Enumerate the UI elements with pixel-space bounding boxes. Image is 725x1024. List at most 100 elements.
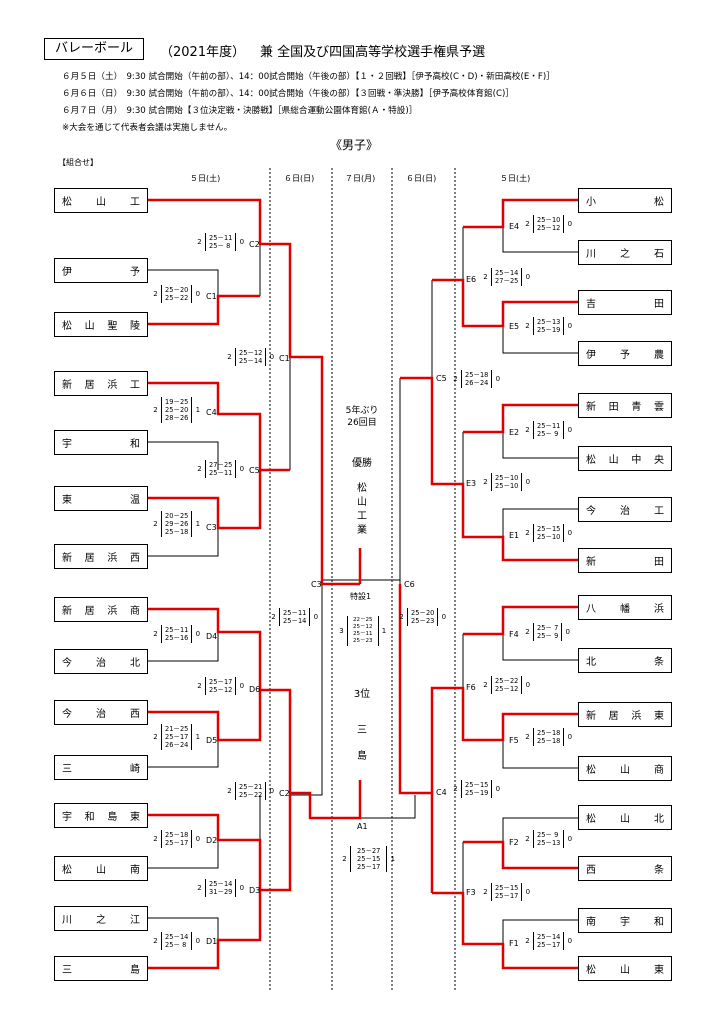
team-box: 伊予 <box>54 258 148 283</box>
team-box: 松山工 <box>54 188 148 213</box>
team-name: 川之石 <box>586 249 664 260</box>
champion-label: 優勝 <box>352 458 372 469</box>
third-place-name: 三島 <box>357 725 367 762</box>
court-label: D5 <box>206 736 218 745</box>
court-label: C6 <box>404 580 415 589</box>
team-name: 吉田 <box>586 299 664 310</box>
court-label: C2 <box>249 240 260 249</box>
court-label: C5 <box>249 466 260 475</box>
team-box: 新居浜東 <box>578 702 672 727</box>
team-name: 松山北 <box>586 814 664 825</box>
team-name: 三島 <box>62 965 140 976</box>
court-label: F5 <box>509 736 519 745</box>
schedule-line: ６月６日（日） 9:30 試合開始（午前の部）、14：00試合開始（午後の部）【… <box>62 89 514 99</box>
court-label: D3 <box>249 886 261 895</box>
champion-name: 松山工業 <box>357 483 367 536</box>
court-label: C3 <box>206 523 217 532</box>
team-box: 宇和 <box>54 430 148 455</box>
team-box: 今治西 <box>54 700 148 725</box>
team-name: 伊予農 <box>586 350 664 361</box>
team-name: 新居浜商 <box>62 606 140 617</box>
court-label: A1 <box>357 822 368 831</box>
team-box: 松山中央 <box>578 446 672 471</box>
team-name: 松山商 <box>586 765 664 776</box>
team-name: 松山東 <box>586 965 664 976</box>
team-name: 三崎 <box>62 764 140 775</box>
sport-label: バレーボール <box>44 38 144 60</box>
team-name: 宇和 <box>62 439 140 450</box>
team-name: 新居浜工 <box>62 380 140 391</box>
year-label: （2021年度） <box>160 45 246 60</box>
court-label: E5 <box>509 322 520 331</box>
day-header: ６日(日) <box>284 174 315 183</box>
court-label: D4 <box>206 632 218 641</box>
court-label: F4 <box>509 630 519 639</box>
notice-line: ※大会を通じて代表者会議は実施しません。 <box>62 123 233 133</box>
team-name: 伊予 <box>62 267 140 278</box>
team-box: 新居浜西 <box>54 544 148 569</box>
team-name: 南宇和 <box>586 917 664 928</box>
team-name: 新田 <box>586 557 664 568</box>
court-label: F6 <box>466 683 476 692</box>
court-label: D2 <box>206 836 218 845</box>
court-label: E1 <box>509 531 520 540</box>
court-label: D6 <box>249 685 261 694</box>
team-name: 新居浜西 <box>62 553 140 564</box>
team-box: 新田青雲 <box>578 393 672 418</box>
day-header: ６日(日) <box>406 174 437 183</box>
team-box: 松山東 <box>578 956 672 981</box>
court-label: D1 <box>206 937 218 946</box>
pairing-label: 【組合せ】 <box>58 158 98 167</box>
team-name: 今治北 <box>62 658 140 669</box>
team-name: 宇和島東 <box>62 812 140 823</box>
team-box: 松山北 <box>578 805 672 830</box>
court-label: 特設1 <box>350 592 372 601</box>
team-name: 新田青雲 <box>586 402 664 413</box>
court-label: C1 <box>206 292 217 301</box>
court-label: C4 <box>436 788 447 797</box>
schedule-line: ６月５日（土） 9:30 試合開始（午前の部）、14：00試合開始（午後の部）【… <box>62 72 555 82</box>
team-name: 北条 <box>586 657 664 668</box>
team-box: 松山聖陵 <box>54 312 148 337</box>
court-label: C1 <box>279 354 290 363</box>
court-label: C3 <box>311 580 322 589</box>
team-name: 新居浜東 <box>586 711 664 722</box>
team-box: 川之江 <box>54 906 148 931</box>
team-box: 新居浜工 <box>54 371 148 396</box>
team-name: 松山南 <box>62 865 140 876</box>
team-box: 東温 <box>54 486 148 511</box>
team-box: 西条 <box>578 856 672 881</box>
team-box: 伊予農 <box>578 341 672 366</box>
day-header: ７日(月) <box>345 174 376 183</box>
team-box: 新居浜商 <box>54 597 148 622</box>
team-box: 八幡浜 <box>578 595 672 620</box>
division-title: 《男子》 <box>330 138 379 152</box>
